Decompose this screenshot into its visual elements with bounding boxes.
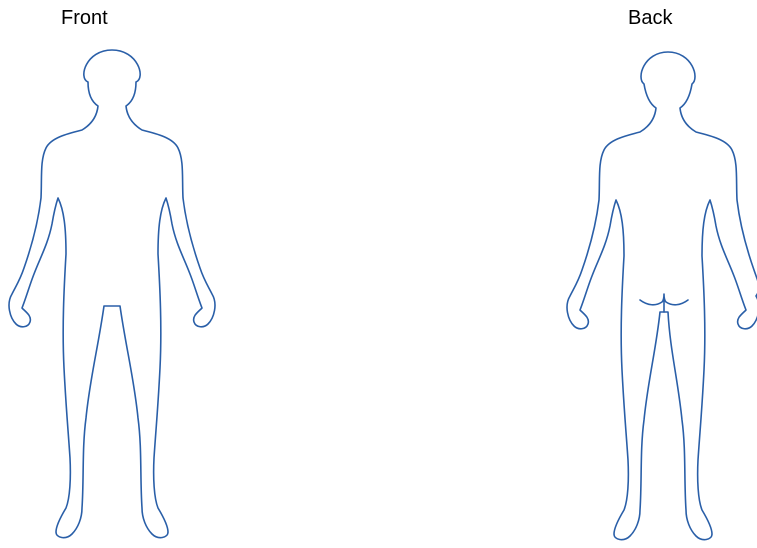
back-buttocks-line	[640, 294, 688, 312]
back-body-outline	[567, 52, 757, 540]
front-body-outline	[9, 50, 215, 538]
back-body-diagram[interactable]	[560, 48, 757, 548]
back-view-label: Back	[628, 6, 672, 30]
front-view-label: Front	[61, 6, 108, 30]
front-body-diagram[interactable]	[8, 48, 218, 548]
